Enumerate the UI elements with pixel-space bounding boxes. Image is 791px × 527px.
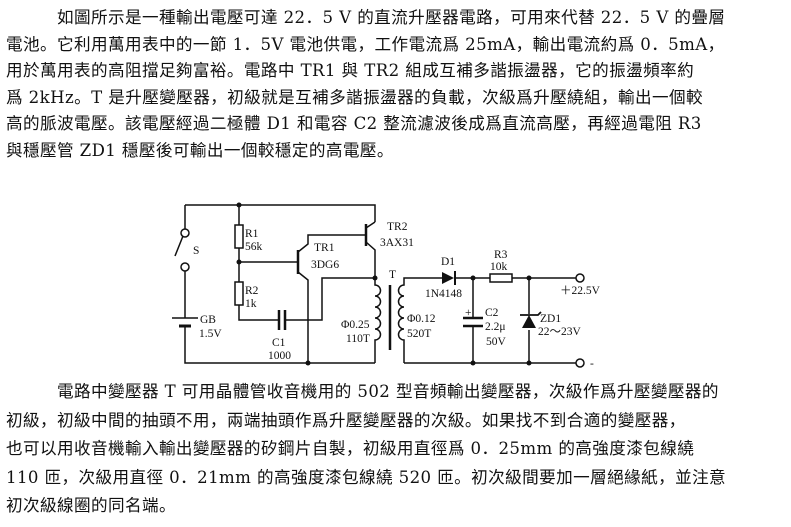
text-line: 用於萬用表的高阻擋足夠富裕。電路中 TR1 與 TR2 組成互補多諧振盪器，它的… [6,61,695,80]
resistor-r2 [234,281,244,306]
diode-d1 [442,271,456,285]
label-tr2-model: 3AX31 [380,237,414,249]
label-c2-value: 2.2μ [485,321,506,333]
label-c1: C1 [272,337,286,349]
label-secondary-wire: Φ0.12 [407,313,436,325]
resistor-r1 [234,224,244,249]
capacitor-c2 [463,316,483,328]
text-line: 爲 2kHz。T 是升壓變壓器，初級就是互補多諧振盪器的負載，次級爲升壓繞組，輸… [6,87,704,107]
output-positive-terminal [575,273,585,283]
switch-s [174,228,190,272]
text-line: 初次級線圈的同名端。 [6,496,176,516]
label-tr1-model: 3DG6 [311,259,339,271]
text-line: 與穩壓管 ZD1 穩壓後可輸出一個較穩定的高電壓。 [6,140,394,160]
label-c2-polarity: + [465,307,472,319]
text-line: 電池。它利用萬用表中的一節 1．5V 電池供電，工作電流爲 25mA，輸出電流約… [6,34,725,54]
label-d1: D1 [441,256,455,268]
label-out-negative: - [590,358,594,370]
text-line: 高的脈波電壓。該電壓經過二極體 D1 和電容 C2 整流濾波後成爲直流高壓，再經… [6,114,702,133]
text-line: 初級，初級中間的抽頭不用，兩端抽頭作爲升壓變壓器的次級。如果找不到合適的變壓器， [6,410,686,430]
detail-paragraph: 電路中變壓器 T 可用晶體管收音機用的 502 型音頻輸出變壓器，次級作爲升壓變… [6,378,782,521]
label-zd1-value: 22～23V [538,326,581,338]
label-r2: R2 [245,285,259,297]
text-line: 如圖所示是一種輸出電壓可達 22．5 V 的直流升壓器電路，可用來代替 22．5… [57,8,726,27]
label-gb-value: 1.5V [199,328,222,340]
label-c2: C2 [485,307,499,319]
text-line: 電路中變壓器 T 可用晶體管收音機用的 502 型音頻輸出變壓器，次級作爲升壓變… [57,382,719,401]
label-tr2: TR2 [387,221,408,233]
label-r1-value: 56k [245,241,263,253]
label-r3-value: 10k [490,261,508,273]
label-s: S [193,245,199,257]
label-t: T [389,269,396,281]
text-line: 也可以用收音機輸入輸出變壓器的矽鋼片自製，初級用直徑爲 0．25mm 的高強度漆… [6,439,695,459]
output-negative-terminal [575,358,585,368]
label-r2-value: 1k [245,298,257,310]
label-primary-wire: Φ0.25 [341,319,370,331]
label-tr1: TR1 [314,242,335,254]
resistor-r3 [489,273,513,283]
label-gb: GB [200,314,216,326]
zener-zd1 [520,311,542,328]
label-primary-turns: 110T [346,333,370,345]
label-r3: R3 [494,249,508,261]
label-secondary-turns: 520T [407,328,431,340]
capacitor-c1 [277,310,287,330]
label-d1-model: 1N4148 [425,288,462,300]
battery-gb [172,317,198,328]
text-line: 110 匝，次級用直徑 0．21mm 的高強度漆包線繞 520 匝。初次級間要加… [6,467,727,487]
junction-dots [236,202,532,366]
label-r1: R1 [245,228,259,240]
label-zd1: ZD1 [540,313,561,325]
label-out-positive: ＋22.5V [560,285,601,297]
intro-paragraph: 如圖所示是一種輸出電壓可達 22．5 V 的直流升壓器電路，可用來代替 22．5… [6,5,782,164]
label-c2-voltage: 50V [486,336,507,348]
label-c1-value: 1000 [268,350,291,362]
